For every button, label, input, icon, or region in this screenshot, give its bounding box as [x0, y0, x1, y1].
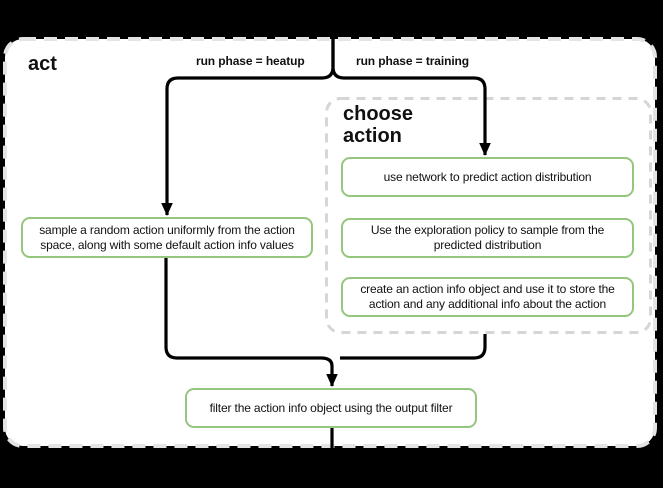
choose-action-title: choose action: [343, 103, 414, 147]
act-container-title: act: [28, 53, 57, 75]
edge-label-training: run phase = training: [356, 54, 470, 68]
node-exploration-policy-sample: Use the exploration policy to sample fro…: [341, 218, 634, 258]
node-create-action-info-object: create an action info object and use it …: [341, 277, 634, 317]
edge-label-heatup: run phase = heatup: [196, 54, 305, 68]
node-sample-random-action: sample a random action uniformly from th…: [21, 217, 313, 258]
node-filter-action-info: filter the action info object using the …: [185, 388, 477, 428]
node-predict-action-distribution: use network to predict action distributi…: [341, 157, 634, 197]
